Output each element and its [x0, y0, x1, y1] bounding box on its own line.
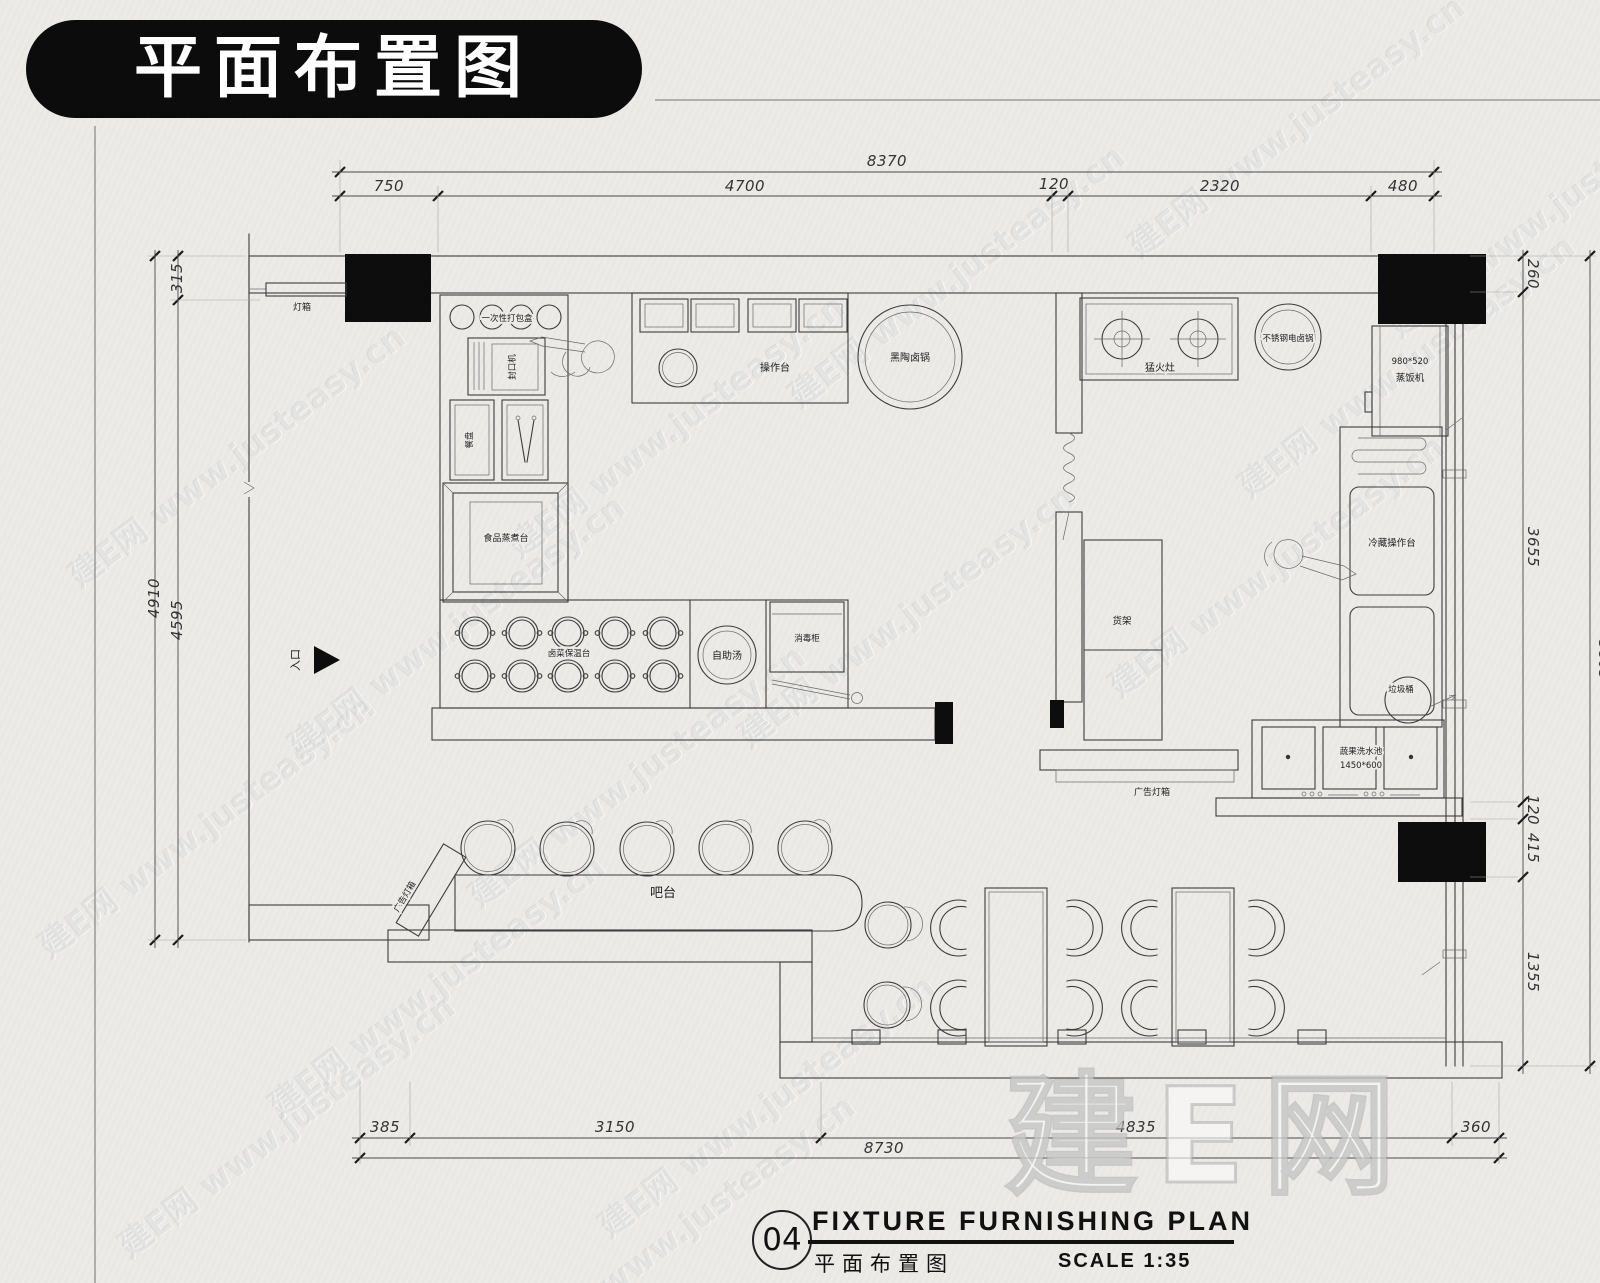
bar-label: 吧台	[650, 886, 676, 901]
title-block-scale: SCALE 1:35	[1058, 1250, 1192, 1272]
entrance-label: 入口	[289, 649, 302, 671]
bar-stools	[460, 819, 833, 877]
dim-top-2: 4700	[725, 177, 765, 195]
dim-top-1: 750	[374, 177, 404, 195]
rice-steamer: 980*520 蒸饭机	[1364, 325, 1449, 437]
drawing-number-badge: 04	[752, 1210, 812, 1270]
dim-right-2: 3655	[1524, 527, 1542, 567]
disposable-boxes-label: 一次性打包盒	[481, 313, 533, 324]
rice-steamer-label: 蒸饭机	[1396, 372, 1425, 384]
bar-counter: 广告灯箱 吧台	[389, 819, 863, 937]
fire-stove: 猛火灶	[1079, 297, 1239, 381]
dim-left-1: 315	[168, 263, 186, 293]
column	[345, 254, 431, 322]
dim-right-4: 415	[1524, 833, 1542, 863]
warming-counter-label: 卤菜保温台	[548, 648, 591, 659]
cold-work-counter-label: 冷藏操作台	[1368, 537, 1416, 549]
dining-table	[1121, 887, 1285, 1047]
dim-top-5: 480	[1388, 177, 1418, 195]
dim-bottom-2: 3150	[595, 1118, 635, 1136]
light-box: 灯箱	[250, 282, 347, 313]
dining-area	[863, 887, 1441, 1047]
dim-right-1: 260	[1524, 259, 1542, 289]
staff-figure	[529, 336, 615, 377]
dim-top-3: 120	[1039, 175, 1069, 193]
black-clay-pot-label: 黑陶卤锅	[890, 351, 930, 364]
dim-right-overall: 5805	[1595, 640, 1600, 680]
ad-lightbox-label: 广告灯箱	[1134, 786, 1170, 798]
column	[1398, 822, 1486, 882]
dim-bottom-4: 360	[1461, 1118, 1491, 1136]
dim-top-4: 2320	[1200, 177, 1240, 195]
dimension-lines: 8370 750 4700 120 2320 480 8730 385 3150…	[145, 152, 1600, 1164]
drawing-number: 04	[762, 1222, 802, 1258]
dim-right-3: 120	[1524, 795, 1542, 825]
tongs-icon	[517, 419, 535, 463]
disinfect-cabinet-label: 消毒柜	[794, 633, 820, 644]
title-block-english: FIXTURE FURNISHING PLAN	[812, 1206, 1254, 1236]
walls	[243, 233, 1503, 1079]
self-soup-label: 自助汤	[712, 649, 742, 662]
title-block-divider	[808, 1240, 1234, 1244]
tray-label: 餐盘	[464, 431, 475, 449]
shelf: 货架	[1083, 539, 1163, 741]
work-counter: 操作台	[631, 292, 849, 404]
dim-bottom-3: 4835	[1116, 1118, 1156, 1136]
dim-bottom-overall: 8730	[864, 1139, 904, 1157]
title-block-chinese: 平面布置图	[814, 1252, 954, 1276]
dim-top-overall: 8370	[867, 152, 907, 170]
sheet-frame	[94, 99, 1600, 1283]
trash-bin: 垃圾桶	[1384, 676, 1457, 724]
fire-stove-label: 猛火灶	[1145, 361, 1175, 374]
staff-figure	[1264, 539, 1357, 581]
trash-bin-label: 垃圾桶	[1388, 684, 1414, 695]
black-clay-pot: 黑陶卤锅	[857, 304, 963, 410]
dim-right-5: 1355	[1524, 952, 1542, 992]
cold-work-counter: 冷藏操作台	[1339, 417, 1463, 728]
sink-size: 1450*600	[1340, 761, 1382, 771]
dim-left-overall: 4910	[145, 578, 163, 618]
rice-steamer-size: 980*520	[1392, 357, 1429, 367]
shelf-label: 货架	[1112, 615, 1132, 627]
sink: 蔬果洗水池 1450*600	[1251, 719, 1445, 799]
work-counter-label: 操作台	[760, 361, 790, 374]
dim-bottom-1: 385	[370, 1118, 400, 1136]
steam-counter-label: 食品蒸煮台	[483, 532, 528, 544]
sink-label: 蔬果洗水池	[1340, 746, 1383, 757]
dining-table	[930, 887, 1103, 1047]
electric-brine-pot-label: 不锈钢电卤锅	[1262, 333, 1313, 344]
light-box-label: 灯箱	[293, 301, 311, 313]
column	[1378, 254, 1486, 324]
entrance-arrow-icon	[314, 646, 340, 674]
sheet-title-banner: 平面布置图	[26, 20, 642, 118]
electric-brine-pot: 不锈钢电卤锅	[1254, 303, 1322, 371]
left-kitchen-counter: 一次性打包盒 封口机 餐盘 食品蒸煮台	[439, 294, 863, 709]
dim-left-2: 4595	[168, 600, 186, 640]
sealing-machine-label: 封口机	[507, 354, 518, 380]
sheet-title: 平面布置图	[133, 29, 534, 108]
bar-ad-lightbox	[395, 843, 467, 937]
entrance: 入口	[289, 646, 340, 674]
